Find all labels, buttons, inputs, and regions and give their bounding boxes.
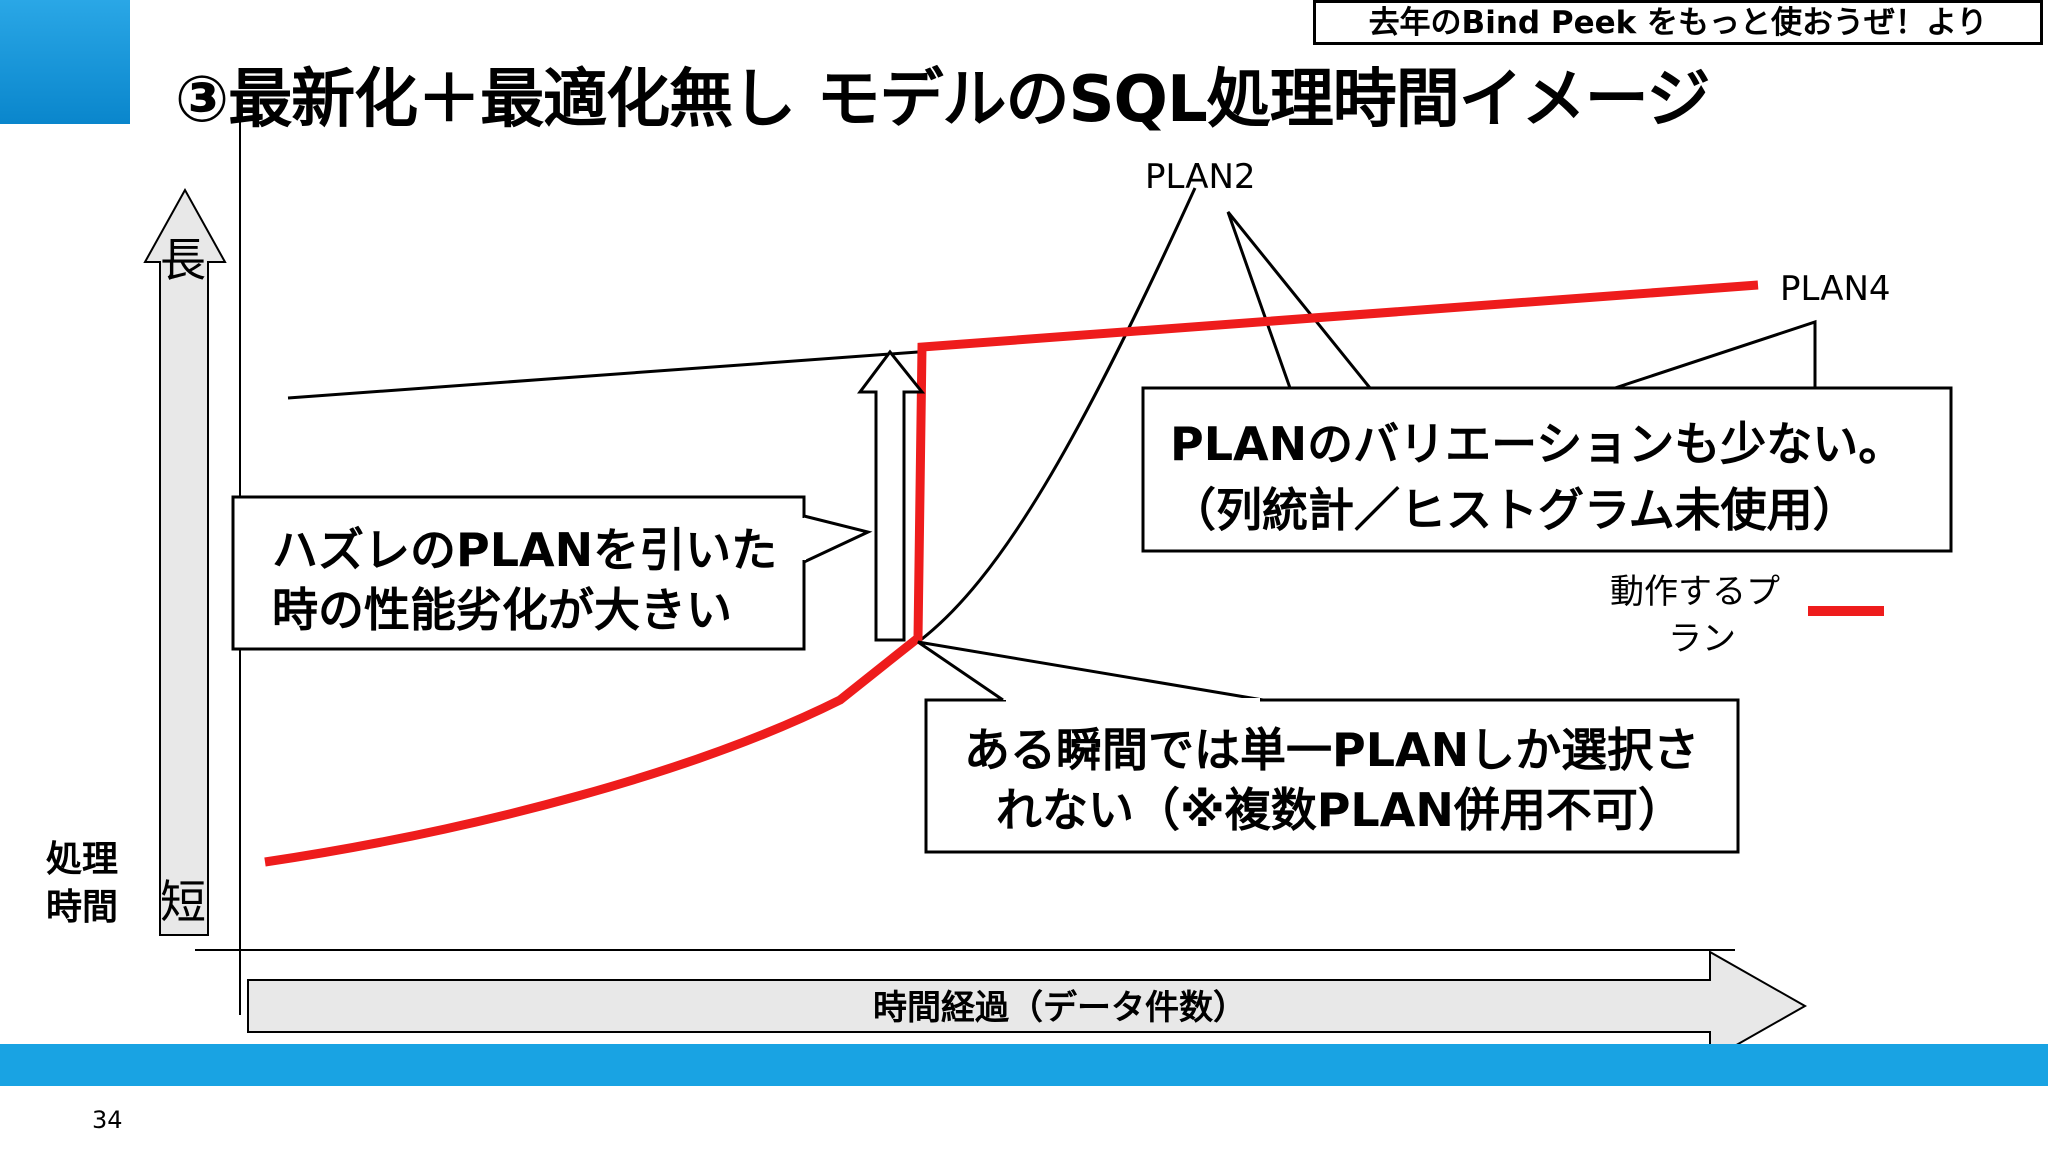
callout-plan-variation-line2: （列統計／ヒストグラム未使用） [1170, 483, 1859, 537]
plan2-leader [1226, 211, 1372, 389]
brand-logo-block [0, 0, 130, 124]
callout-bad-plan: ハズレのPLANを引いた 時の性能劣化が大きい [231, 495, 873, 651]
legend-swatch-active-plan [1808, 606, 1884, 616]
callout-single-plan-line2: れない（※複数PLAN併用不可） [996, 783, 1684, 837]
legend-label-line1: 動作するプ [1610, 572, 1780, 612]
plan4-leader [1614, 319, 1817, 390]
callout-bad-plan-line1: ハズレのPLANを引いた [272, 523, 777, 577]
page-number: 34 [92, 1106, 123, 1134]
y-axis-title-line1: 処理 [46, 839, 119, 880]
callout-plan-variation: PLANのバリエーションも少ない。 （列統計／ヒストグラム未使用） [1141, 386, 1953, 553]
slide-title: ③最新化＋最適化無し モデルのSQL処理時間イメージ [175, 63, 1710, 137]
callout-bad-plan-line2: 時の性能劣化が大きい [272, 583, 732, 637]
callout-single-plan: ある瞬間では単一PLANしか選択さ れない（※複数PLAN併用不可） [917, 640, 1740, 854]
degradation-up-arrow [857, 349, 926, 642]
footer-bar [0, 1044, 2048, 1086]
legend-label-line2: ラン [1668, 619, 1736, 659]
callout-single-plan-line1: ある瞬間では単一PLANしか選択さ [964, 723, 1699, 777]
y-axis-title: 処理 時間 [46, 836, 136, 932]
y-axis-short-label: 短 [160, 875, 206, 929]
active-plan-line [264, 280, 1759, 867]
source-note: 去年のBind Peek をもっと使おうぜ！より [1313, 0, 2043, 45]
plan2-curve [917, 187, 1197, 644]
y-axis-arrow: 長 短 [143, 187, 227, 936]
x-axis-arrow: 時間経過（データ件数） [247, 950, 1808, 1062]
plan4-label: PLAN4 [1780, 269, 1891, 309]
y-axis-long-label: 長 [160, 233, 206, 287]
plan-line-flat [287, 350, 919, 400]
legend: 動作するプ ラン [1610, 572, 1884, 659]
callout-plan-variation-line1: PLANのバリエーションも少ない。 [1170, 417, 1904, 471]
x-axis-label: 時間経過（データ件数） [873, 988, 1247, 1028]
y-axis-title-line2: 時間 [46, 887, 119, 928]
plan2-label: PLAN2 [1145, 157, 1256, 197]
